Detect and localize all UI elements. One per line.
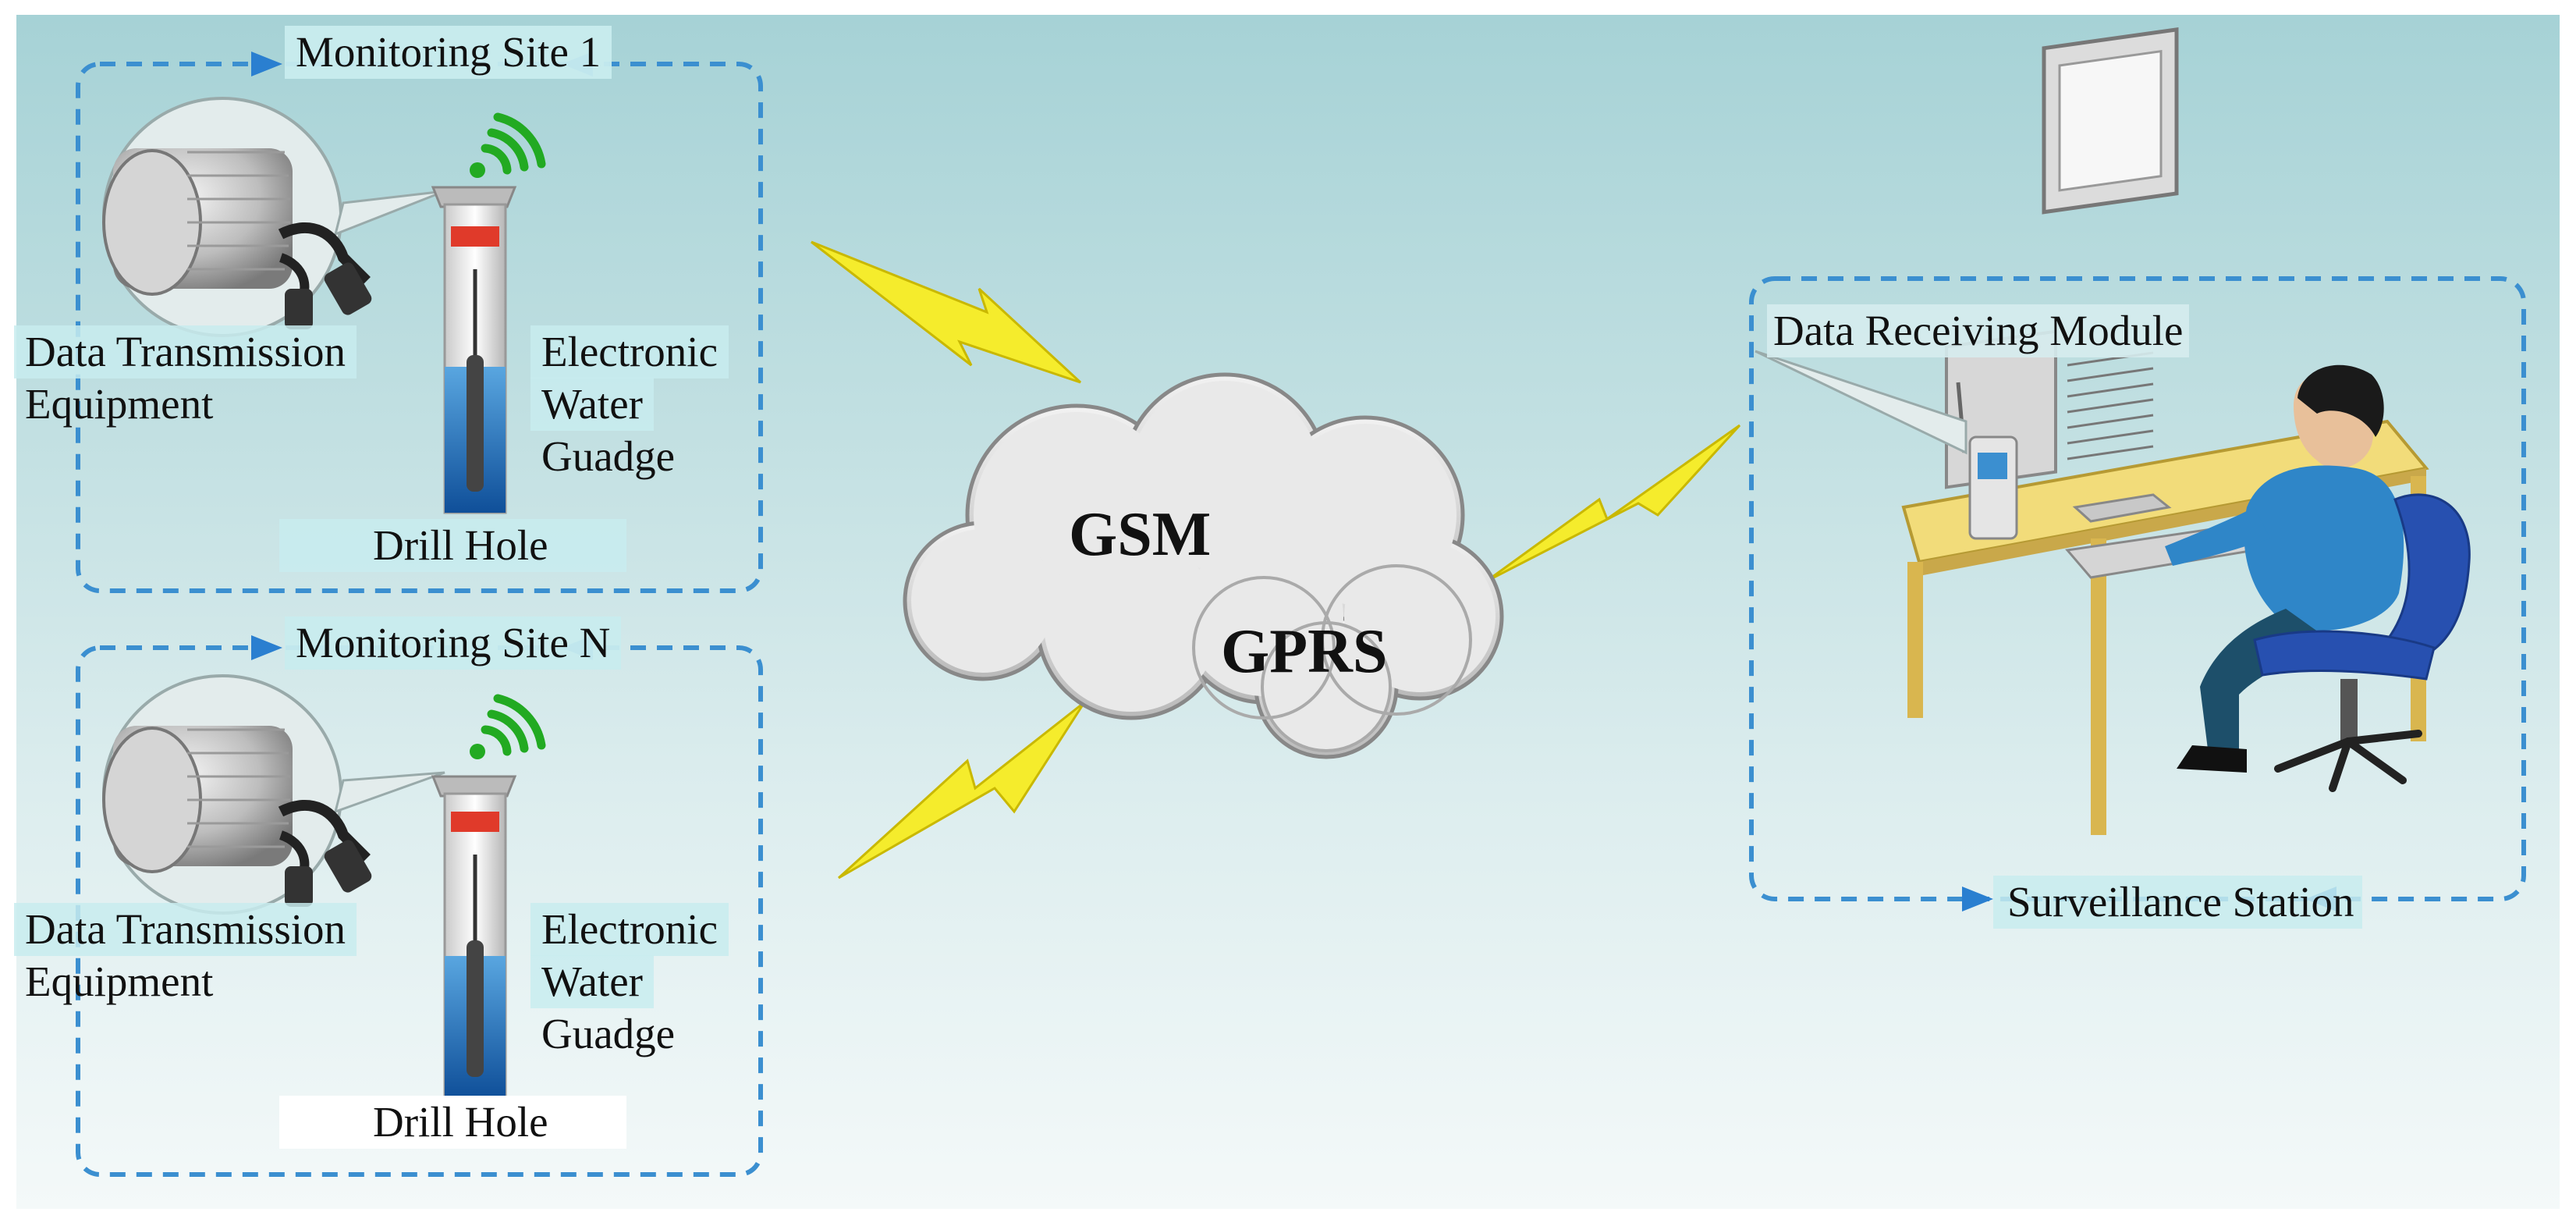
cloud-icon (903, 372, 1504, 759)
module-callout (1755, 350, 1967, 455)
siteN-gauge-label-line3: Guadge (541, 1010, 676, 1057)
site1-equipment-label-line1: Data Transmission (14, 325, 357, 378)
siteN-equipment-label-line2: Equipment (25, 958, 214, 1005)
surveillance-station-title: Surveillance Station (1993, 876, 2362, 929)
siteN-gauge-label-line1: Electronic (530, 903, 729, 956)
siteN-equipment-label-line1: Data Transmission (14, 903, 357, 956)
site1-title: Monitoring Site 1 (285, 26, 612, 79)
site1-hole-label: Drill Hole (279, 519, 626, 572)
wifi-signal-icon (470, 112, 546, 178)
siteN-equipment (102, 674, 445, 915)
site1-equipment (102, 97, 445, 337)
siteN-gauge (431, 694, 546, 1100)
site1-gauge (431, 112, 546, 514)
person-icon (2165, 364, 2404, 773)
siteN-hole-label: Drill Hole (279, 1096, 626, 1149)
computer-icon (1945, 27, 2281, 579)
siteN-title: Monitoring Site N (285, 617, 622, 670)
data-receiving-module-label: Data Receiving Module (1767, 304, 2190, 357)
site1-gauge-label-line2: Water (530, 378, 654, 431)
lightning-icon (811, 240, 1741, 880)
chair-icon (2253, 493, 2471, 792)
siteN-gauge-label-line2: Water (530, 955, 654, 1008)
site1-gauge-label-line3: Guadge (541, 432, 676, 480)
gprs-label: GPRS (1221, 617, 1388, 686)
gsm-label: GSM (1069, 500, 1212, 569)
site1-equipment-label-line2: Equipment (25, 380, 214, 428)
data-receiving-module (1956, 382, 2018, 540)
wifi-signal-icon (470, 694, 546, 759)
site1-gauge-label-line1: Electronic (530, 325, 729, 378)
